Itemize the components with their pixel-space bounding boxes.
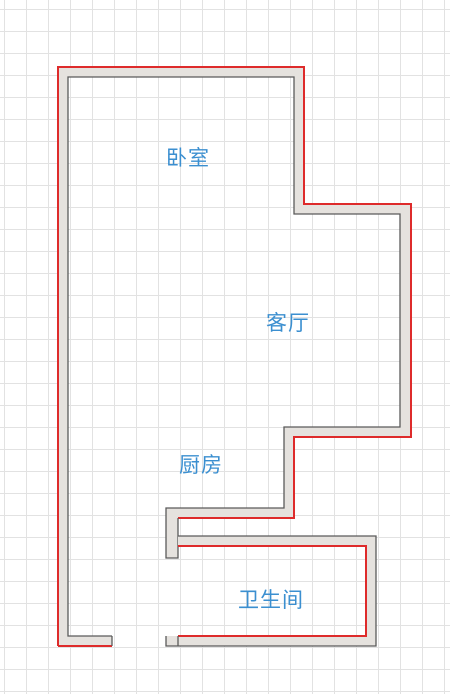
living-room-label: 客厅 bbox=[266, 311, 310, 335]
main-wall-inner-edge bbox=[67, 76, 401, 637]
bathroom-label: 卫生间 bbox=[238, 588, 304, 612]
bedroom-label: 卧室 bbox=[166, 146, 210, 170]
bathroom-wall-outer-edge bbox=[165, 535, 377, 647]
kitchen-label: 厨房 bbox=[179, 453, 223, 477]
main-wall-outer-edge bbox=[57, 66, 412, 646]
bathroom-wall-inner-edge bbox=[178, 545, 367, 637]
main-wall-band bbox=[58, 67, 411, 646]
